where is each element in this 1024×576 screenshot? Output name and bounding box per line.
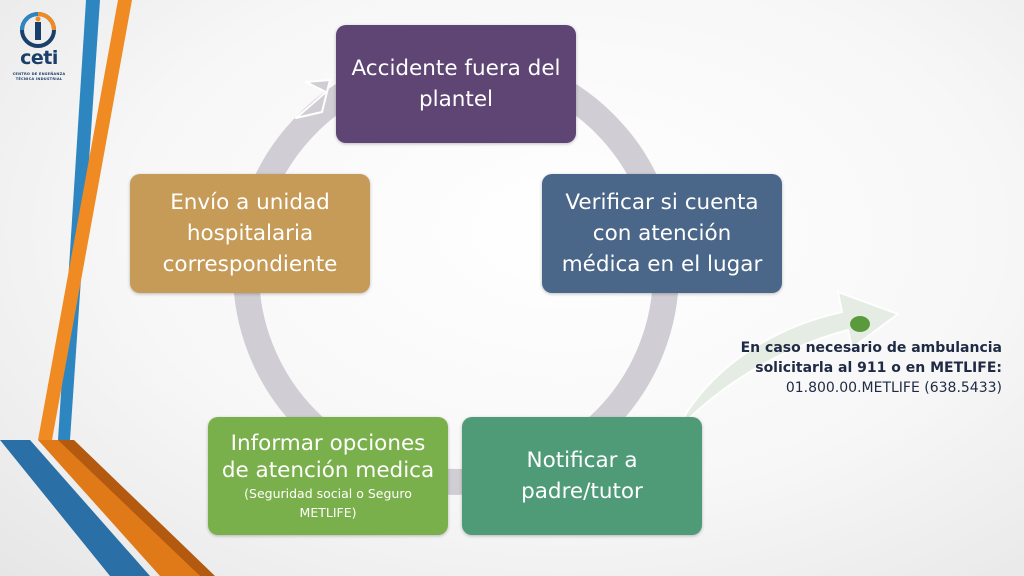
callout-dot [850, 316, 870, 332]
callout-arrow [675, 290, 901, 433]
step-informar-opciones: Informar opciones de atención medica (Se… [208, 417, 448, 535]
ceti-logo: ceti CENTRO DE ENSEÑANZA TÉCNICA INDUSTR… [10, 10, 68, 84]
stripe-dark-lower [58, 440, 215, 576]
logo-subtitle-line2: TÉCNICA INDUSTRIAL [15, 77, 63, 81]
left-stripes [0, 0, 215, 576]
stripe-blue-lower [0, 440, 150, 576]
step-envio-hospital: Envío a unidad hospitalaria correspondie… [130, 174, 370, 293]
step-2-text: Verificar si cuenta con atención médica … [561, 190, 763, 277]
logo-subtitle-line1: CENTRO DE ENSEÑANZA [12, 72, 66, 76]
stripe-orange [38, 0, 132, 440]
step-4-text: Informar opciones de atención medica [221, 431, 435, 483]
ambulance-note: En caso necesario de ambulancia solicita… [702, 338, 1002, 398]
step-5-text: Envío a unidad hospitalaria correspondie… [162, 190, 338, 277]
ambulance-note-phone: 01.800.00.METLIFE (638.5433) [785, 380, 1002, 396]
step-4-subtext: (Seguridad social o Seguro METLIFE) [244, 486, 412, 520]
step-notificar-padre: Notificar a padre/tutor [462, 417, 702, 535]
ambulance-note-bold: En caso necesario de ambulancia solicita… [740, 340, 1002, 376]
ceti-logo-icon [20, 12, 56, 48]
stripe-orange-lower [38, 440, 200, 576]
logo-wordmark: ceti [20, 47, 58, 69]
step-accidente-fuera: Accidente fuera del plantel [336, 25, 576, 143]
step-1-text: Accidente fuera del plantel [351, 56, 561, 112]
step-3-text: Notificar a padre/tutor [521, 448, 643, 504]
cycle-arrowhead [295, 79, 331, 119]
step-verificar-atencion: Verificar si cuenta con atención médica … [542, 174, 782, 293]
